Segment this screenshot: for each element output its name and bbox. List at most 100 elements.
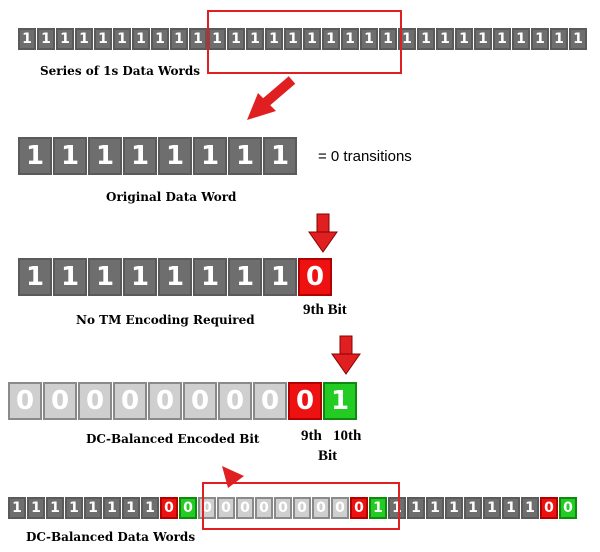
bit-cell: 1 bbox=[65, 497, 83, 519]
bit-cell: 1 bbox=[37, 28, 55, 50]
series-ones-caption: Series of 1s Data Words bbox=[40, 64, 201, 78]
bit-cell: 0 bbox=[331, 497, 349, 519]
bit-cell: 1 bbox=[141, 497, 159, 519]
down-arrow-icon-2 bbox=[331, 335, 361, 375]
bit-cell: 1 bbox=[53, 258, 87, 296]
bit-cell: 0 bbox=[253, 382, 287, 420]
bit-cell: 1 bbox=[379, 28, 397, 50]
bit-cell: 0 bbox=[78, 382, 112, 420]
bit-cell: 0 bbox=[288, 382, 322, 420]
bit-cell: 1 bbox=[398, 28, 416, 50]
bit-cell: 1 bbox=[246, 28, 264, 50]
bit-cell: 1 bbox=[18, 258, 52, 296]
bit-cell: 1 bbox=[208, 28, 226, 50]
bit-cell: 1 bbox=[227, 28, 245, 50]
bit-cell: 1 bbox=[521, 497, 539, 519]
bit-cell: 0 bbox=[298, 258, 332, 296]
bit-cell: 1 bbox=[512, 28, 530, 50]
down-arrow-icon-1 bbox=[308, 213, 338, 253]
bit-cell: 1 bbox=[158, 137, 192, 175]
bit-cell: 1 bbox=[158, 258, 192, 296]
bit-cell: 0 bbox=[43, 382, 77, 420]
bit-cell: 1 bbox=[284, 28, 302, 50]
bit-cell: 1 bbox=[193, 137, 227, 175]
bit-cell: 1 bbox=[228, 137, 262, 175]
bit-word-label: Bit bbox=[318, 448, 338, 464]
bit-cell: 1 bbox=[263, 137, 297, 175]
bit-cell: 0 bbox=[179, 497, 197, 519]
bit-cell: 1 bbox=[123, 258, 157, 296]
bit-cell: 1 bbox=[132, 28, 150, 50]
bit-cell: 0 bbox=[236, 497, 254, 519]
diagonal-arrow-icon bbox=[247, 76, 296, 120]
bit-cell: 1 bbox=[263, 258, 297, 296]
bit-cell: 0 bbox=[540, 497, 558, 519]
bit-cell: 1 bbox=[193, 258, 227, 296]
bit-cell: 1 bbox=[151, 28, 169, 50]
no-tm-caption: No TM Encoding Required bbox=[76, 313, 255, 327]
bit-cell: 1 bbox=[18, 137, 52, 175]
bit-cell: 1 bbox=[228, 258, 262, 296]
bit-cell: 0 bbox=[160, 497, 178, 519]
bit-cell: 0 bbox=[350, 497, 368, 519]
bit-cell: 1 bbox=[303, 28, 321, 50]
bit-cell: 1 bbox=[122, 497, 140, 519]
transitions-note: = 0 transitions bbox=[318, 148, 412, 165]
bit-cell: 0 bbox=[293, 497, 311, 519]
bit-cell: 1 bbox=[502, 497, 520, 519]
bit-cell: 1 bbox=[455, 28, 473, 50]
bit-cell: 0 bbox=[8, 382, 42, 420]
bit-cell: 1 bbox=[53, 137, 87, 175]
bit-cell: 1 bbox=[322, 28, 340, 50]
bit-cell: 1 bbox=[417, 28, 435, 50]
bit-cell: 1 bbox=[18, 28, 36, 50]
original-word-caption: Original Data Word bbox=[106, 190, 237, 204]
bit-cell: 1 bbox=[436, 28, 454, 50]
bit-cell: 1 bbox=[103, 497, 121, 519]
bit-cell: 1 bbox=[46, 497, 64, 519]
bit-cell: 1 bbox=[483, 497, 501, 519]
bit-cell: 0 bbox=[217, 497, 235, 519]
tenth-label: 10th bbox=[333, 428, 362, 444]
series-highlight-box bbox=[207, 10, 402, 74]
bit-cell: 1 bbox=[56, 28, 74, 50]
bit-cell: 1 bbox=[113, 28, 131, 50]
bit-cell: 0 bbox=[113, 382, 147, 420]
bit-cell: 1 bbox=[407, 497, 425, 519]
bit-cell: 1 bbox=[426, 497, 444, 519]
bit-cell: 1 bbox=[474, 28, 492, 50]
bit-cell: 1 bbox=[265, 28, 283, 50]
dc-words-caption: DC-Balanced Data Words bbox=[26, 530, 196, 544]
bit-cell: 1 bbox=[550, 28, 568, 50]
bit-cell: 1 bbox=[569, 28, 587, 50]
dc-words-highlight-box bbox=[202, 482, 400, 530]
bit-cell: 1 bbox=[123, 137, 157, 175]
bit-cell: 1 bbox=[323, 382, 357, 420]
bit-cell: 1 bbox=[360, 28, 378, 50]
dc-balanced-caption: DC-Balanced Encoded Bit bbox=[86, 432, 260, 446]
bit-cell: 0 bbox=[148, 382, 182, 420]
bit-cell: 0 bbox=[218, 382, 252, 420]
bit-cell: 1 bbox=[341, 28, 359, 50]
bit-cell: 1 bbox=[84, 497, 102, 519]
bit-cell: 0 bbox=[559, 497, 577, 519]
bit-cell: 1 bbox=[445, 497, 463, 519]
bit-cell: 1 bbox=[531, 28, 549, 50]
bit-cell: 1 bbox=[88, 258, 122, 296]
ninth-bit-label: 9th Bit bbox=[303, 302, 347, 318]
bit-cell: 1 bbox=[94, 28, 112, 50]
bit-cell: 1 bbox=[75, 28, 93, 50]
bit-cell: 0 bbox=[312, 497, 330, 519]
bit-cell: 1 bbox=[8, 497, 26, 519]
bit-cell: 1 bbox=[189, 28, 207, 50]
bit-cell: 0 bbox=[274, 497, 292, 519]
bit-cell: 1 bbox=[88, 137, 122, 175]
bit-cell: 1 bbox=[493, 28, 511, 50]
